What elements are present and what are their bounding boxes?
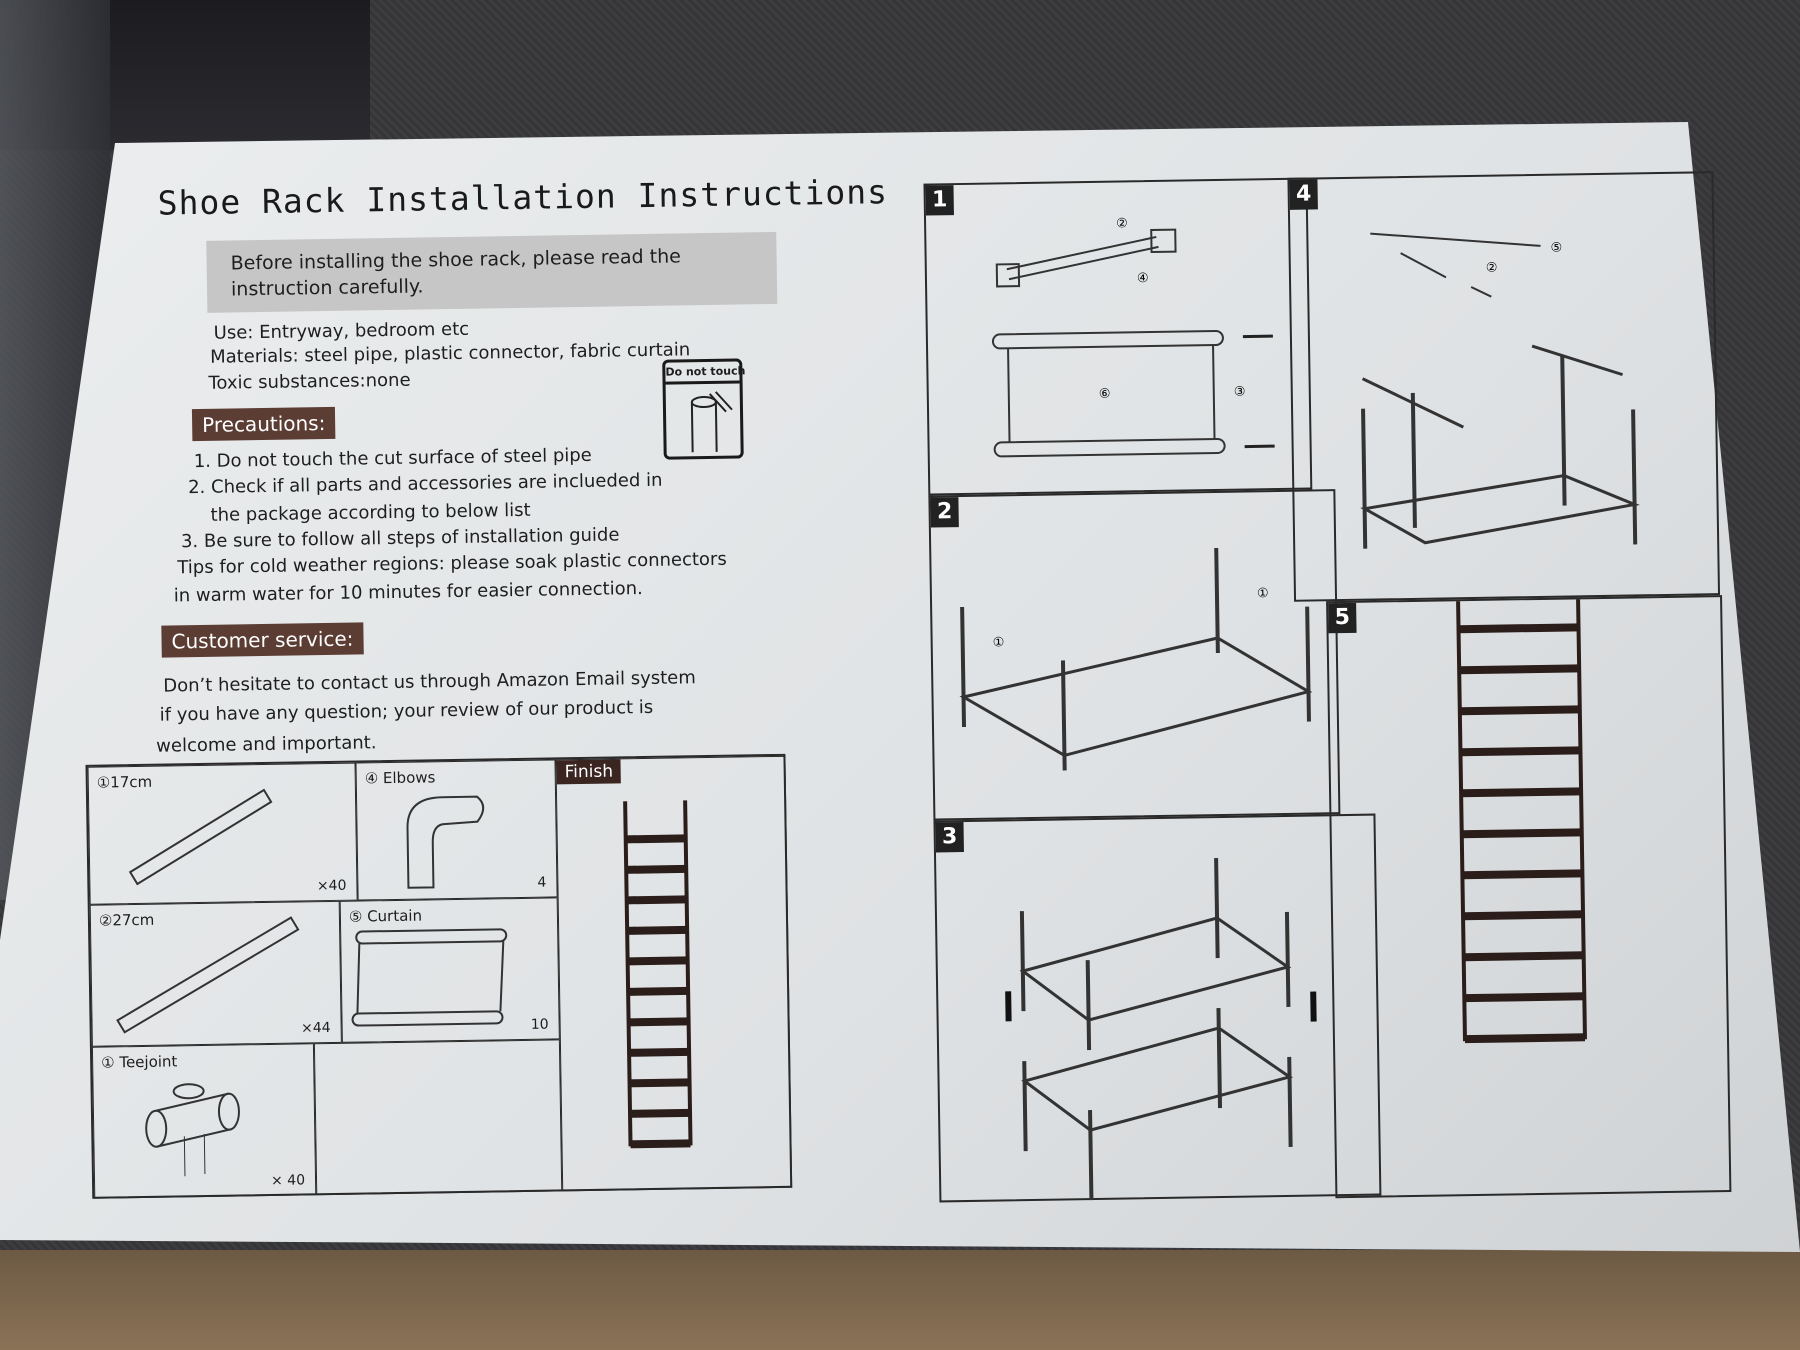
- rack-shelf: [1463, 951, 1584, 962]
- rack-shelf: [1459, 664, 1580, 675]
- rack-shelf: [1462, 869, 1583, 880]
- rack-shelf: [1462, 910, 1584, 921]
- rack-post: [683, 800, 693, 1146]
- step-5-rack-illustration: [1455, 597, 1587, 1044]
- rack-shelf: [626, 895, 687, 905]
- customer-service-line: welcome and important.: [156, 732, 377, 757]
- precautions-heading: Precautions:: [191, 406, 336, 442]
- finish-cell: Finish: [555, 755, 793, 1192]
- rack-shelf: [1461, 787, 1582, 798]
- rack-shelf: [1464, 992, 1585, 1003]
- rack-shelf: [629, 1108, 691, 1118]
- intro-line: Before installing the shoe rack, please …: [230, 245, 682, 275]
- step-5-panel: 5: [1326, 595, 1732, 1199]
- svg-text:①: ①: [1257, 586, 1269, 601]
- rack-shelf: [625, 834, 686, 844]
- part-curtain: ⑤ Curtain 10: [339, 897, 560, 1043]
- empty-cell: [313, 1039, 563, 1196]
- rack-shelf: [1459, 705, 1580, 716]
- sheet-content: Shoe Rack Installation Instructions Befo…: [85, 171, 1732, 1203]
- parts-table: ①17cm ×40 ④ Elbows 4 ②27cm ×44 ⑤ Curtain…: [85, 753, 793, 1199]
- rack-shelf: [1461, 828, 1582, 839]
- svg-text:⑥: ⑥: [1099, 387, 1111, 402]
- finished-rack-illustration: [623, 800, 693, 1149]
- precaution-tip: in warm water for 10 minutes for easier …: [173, 578, 643, 607]
- part-qty: 4: [537, 874, 547, 891]
- precaution-item: 2. Check if all parts and accessories ar…: [187, 469, 663, 499]
- rack-post: [1455, 597, 1467, 1042]
- intro-line: instruction carefully.: [230, 275, 424, 301]
- rack-post: [1575, 597, 1587, 1040]
- rack-shelf: [1460, 746, 1581, 757]
- do-not-touch-icon: Do not touch: [662, 358, 745, 460]
- customer-service-line: if you have any question; your review of…: [159, 696, 654, 726]
- rack-shelf: [628, 986, 689, 996]
- rack-shelf: [627, 956, 688, 966]
- rack-shelf: [626, 864, 687, 874]
- info-materials: Materials: steel pipe, plastic connector…: [209, 339, 691, 368]
- rack-shelf: [1458, 623, 1579, 634]
- part-27cm-pipe: ②27cm ×44: [89, 900, 342, 1047]
- part-teejoint: ① Teejoint × 40: [91, 1043, 317, 1199]
- svg-text:②: ②: [1486, 261, 1498, 276]
- rack-shelf: [630, 1139, 691, 1149]
- svg-text:⑤: ⑤: [1550, 241, 1562, 256]
- customer-service-heading: Customer service:: [161, 622, 364, 658]
- part-qty: ×40: [316, 877, 347, 895]
- info-use: Use: Entryway, bedroom etc: [213, 318, 470, 344]
- svg-text:③: ③: [1234, 385, 1246, 400]
- intro-box: Before installing the shoe rack, please …: [206, 231, 778, 313]
- part-17cm-pipe: ①17cm ×40: [87, 762, 358, 905]
- page-title: Shoe Rack Installation Instructions: [157, 172, 889, 223]
- part-qty: × 40: [270, 1172, 306, 1189]
- svg-text:④: ④: [1137, 271, 1149, 286]
- part-elbows: ④ Elbows 4: [355, 759, 558, 901]
- rack-shelf: [629, 1078, 690, 1088]
- precaution-item: 3. Be sure to follow all steps of instal…: [180, 524, 620, 553]
- rack-post: [623, 801, 633, 1147]
- rack-shelf: [629, 1047, 690, 1057]
- rack-shelf: [1464, 1033, 1586, 1044]
- step-3-panel: 3: [933, 813, 1382, 1203]
- precaution-item: the package according to below list: [210, 499, 531, 526]
- svg-text:①: ①: [993, 635, 1005, 650]
- rack-shelf: [628, 1017, 689, 1027]
- cardboard-box: [0, 1250, 1800, 1350]
- customer-service-line: Don’t hesitate to contact us through Ama…: [163, 667, 696, 697]
- precaution-tip: Tips for cold weather regions: please so…: [177, 548, 727, 579]
- rack-shelf: [627, 925, 688, 935]
- part-qty: 10: [530, 1016, 549, 1033]
- svg-text:②: ②: [1116, 216, 1128, 231]
- precaution-item: 1. Do not touch the cut surface of steel…: [193, 444, 592, 473]
- info-toxic: Toxic substances:none: [208, 369, 411, 394]
- part-qty: ×44: [300, 1019, 331, 1037]
